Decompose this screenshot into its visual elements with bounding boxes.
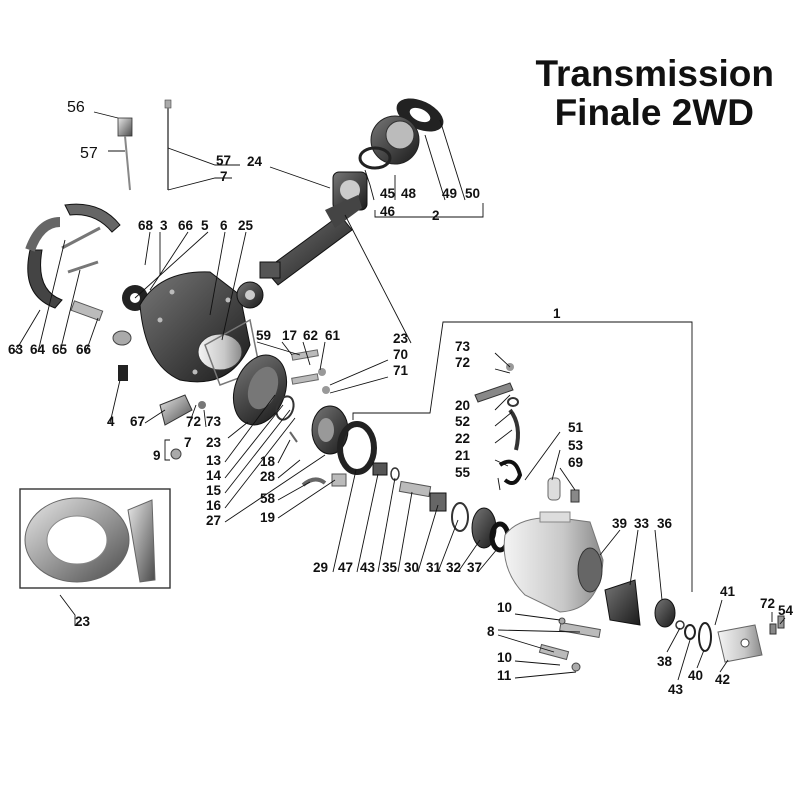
callout-7: 7	[220, 169, 228, 184]
part-number-labels: 56 57 57 7 24 45 48 49 50 46 2 68 3 66 5…	[8, 99, 794, 697]
callout-10: 10	[497, 650, 512, 665]
callout-4: 4	[107, 414, 115, 429]
callout-52: 52	[455, 414, 470, 429]
callout-69: 69	[568, 455, 583, 470]
callout-15: 15	[206, 483, 222, 498]
callout-43: 43	[360, 560, 376, 575]
callout-21: 21	[455, 448, 471, 463]
callout-9: 9	[153, 448, 161, 463]
callout-19: 19	[260, 510, 275, 525]
callout-37: 37	[467, 560, 482, 575]
callout-7: 7	[184, 435, 192, 450]
callout-6: 6	[220, 218, 228, 233]
callout-3: 3	[160, 218, 168, 233]
callout-67: 67	[130, 414, 145, 429]
callout-10: 10	[497, 600, 512, 615]
callout-40: 40	[688, 668, 703, 683]
callout-2: 2	[432, 208, 440, 223]
callout-22: 22	[455, 431, 470, 446]
callout-32: 32	[446, 560, 461, 575]
callout-72: 72	[760, 596, 775, 611]
callout-5: 5	[201, 218, 209, 233]
callout-61: 61	[325, 328, 341, 343]
callout-47: 47	[338, 560, 353, 575]
callout-72: 72	[186, 414, 201, 429]
callout-28: 28	[260, 469, 276, 484]
leader-lines	[14, 111, 786, 681]
callout-39: 39	[612, 516, 627, 531]
callout-53: 53	[568, 438, 584, 453]
callout-14: 14	[206, 468, 222, 483]
callout-36: 36	[657, 516, 673, 531]
callout-1: 1	[553, 306, 561, 321]
top-shaft-gears	[332, 98, 444, 211]
callout-54: 54	[778, 603, 794, 618]
callout-20: 20	[455, 398, 470, 413]
callout-73: 73	[455, 339, 471, 354]
parts-group	[19, 98, 785, 672]
callout-38: 38	[657, 654, 673, 669]
callout-58: 58	[260, 491, 276, 506]
callout-13: 13	[206, 453, 222, 468]
callout-23: 23	[206, 435, 222, 450]
diagram-title-line-2: Finale 2WD	[554, 92, 754, 133]
callout-59: 59	[256, 328, 271, 343]
callout-33: 33	[634, 516, 650, 531]
rear-housing-part	[503, 511, 604, 613]
callout-56: 56	[67, 99, 85, 116]
callout-63: 63	[8, 342, 24, 357]
callout-11: 11	[497, 668, 512, 683]
callout-62: 62	[303, 328, 318, 343]
callout-29: 29	[313, 560, 328, 575]
callout-68: 68	[138, 218, 154, 233]
callout-35: 35	[382, 560, 398, 575]
callout-23: 23	[393, 331, 409, 346]
callout-72: 72	[455, 355, 470, 370]
callout-18: 18	[260, 454, 276, 469]
callout-57: 57	[80, 145, 98, 162]
brake-shoes-part	[25, 203, 121, 322]
callout-41: 41	[720, 584, 736, 599]
callout-48: 48	[401, 186, 417, 201]
callout-66: 66	[178, 218, 194, 233]
callout-16: 16	[206, 498, 222, 513]
callout-43: 43	[668, 682, 684, 697]
callout-42: 42	[715, 672, 730, 687]
callout-50: 50	[465, 186, 480, 201]
callout-8: 8	[487, 624, 495, 639]
callout-51: 51	[568, 420, 584, 435]
callout-30: 30	[404, 560, 419, 575]
callout-55: 55	[455, 465, 471, 480]
dipstick-part	[117, 99, 172, 191]
crown-gear-part	[232, 354, 349, 455]
callout-31: 31	[426, 560, 442, 575]
pinion-shaft-part	[259, 195, 362, 286]
diagram-title-line-1: Transmission	[535, 53, 774, 94]
callout-46: 46	[380, 204, 396, 219]
callout-25: 25	[238, 218, 254, 233]
callout-17: 17	[282, 328, 297, 343]
callout-45: 45	[380, 186, 396, 201]
callout-70: 70	[393, 347, 408, 362]
callout-64: 64	[30, 342, 46, 357]
callout-24: 24	[247, 154, 263, 169]
callout-57: 57	[216, 153, 231, 168]
callout-65: 65	[52, 342, 68, 357]
callout-23: 23	[75, 614, 91, 629]
callout-66: 66	[76, 342, 92, 357]
callout-73: 73	[206, 414, 222, 429]
callout-71: 71	[393, 363, 409, 378]
callout-49: 49	[442, 186, 457, 201]
callout-27: 27	[206, 513, 221, 528]
